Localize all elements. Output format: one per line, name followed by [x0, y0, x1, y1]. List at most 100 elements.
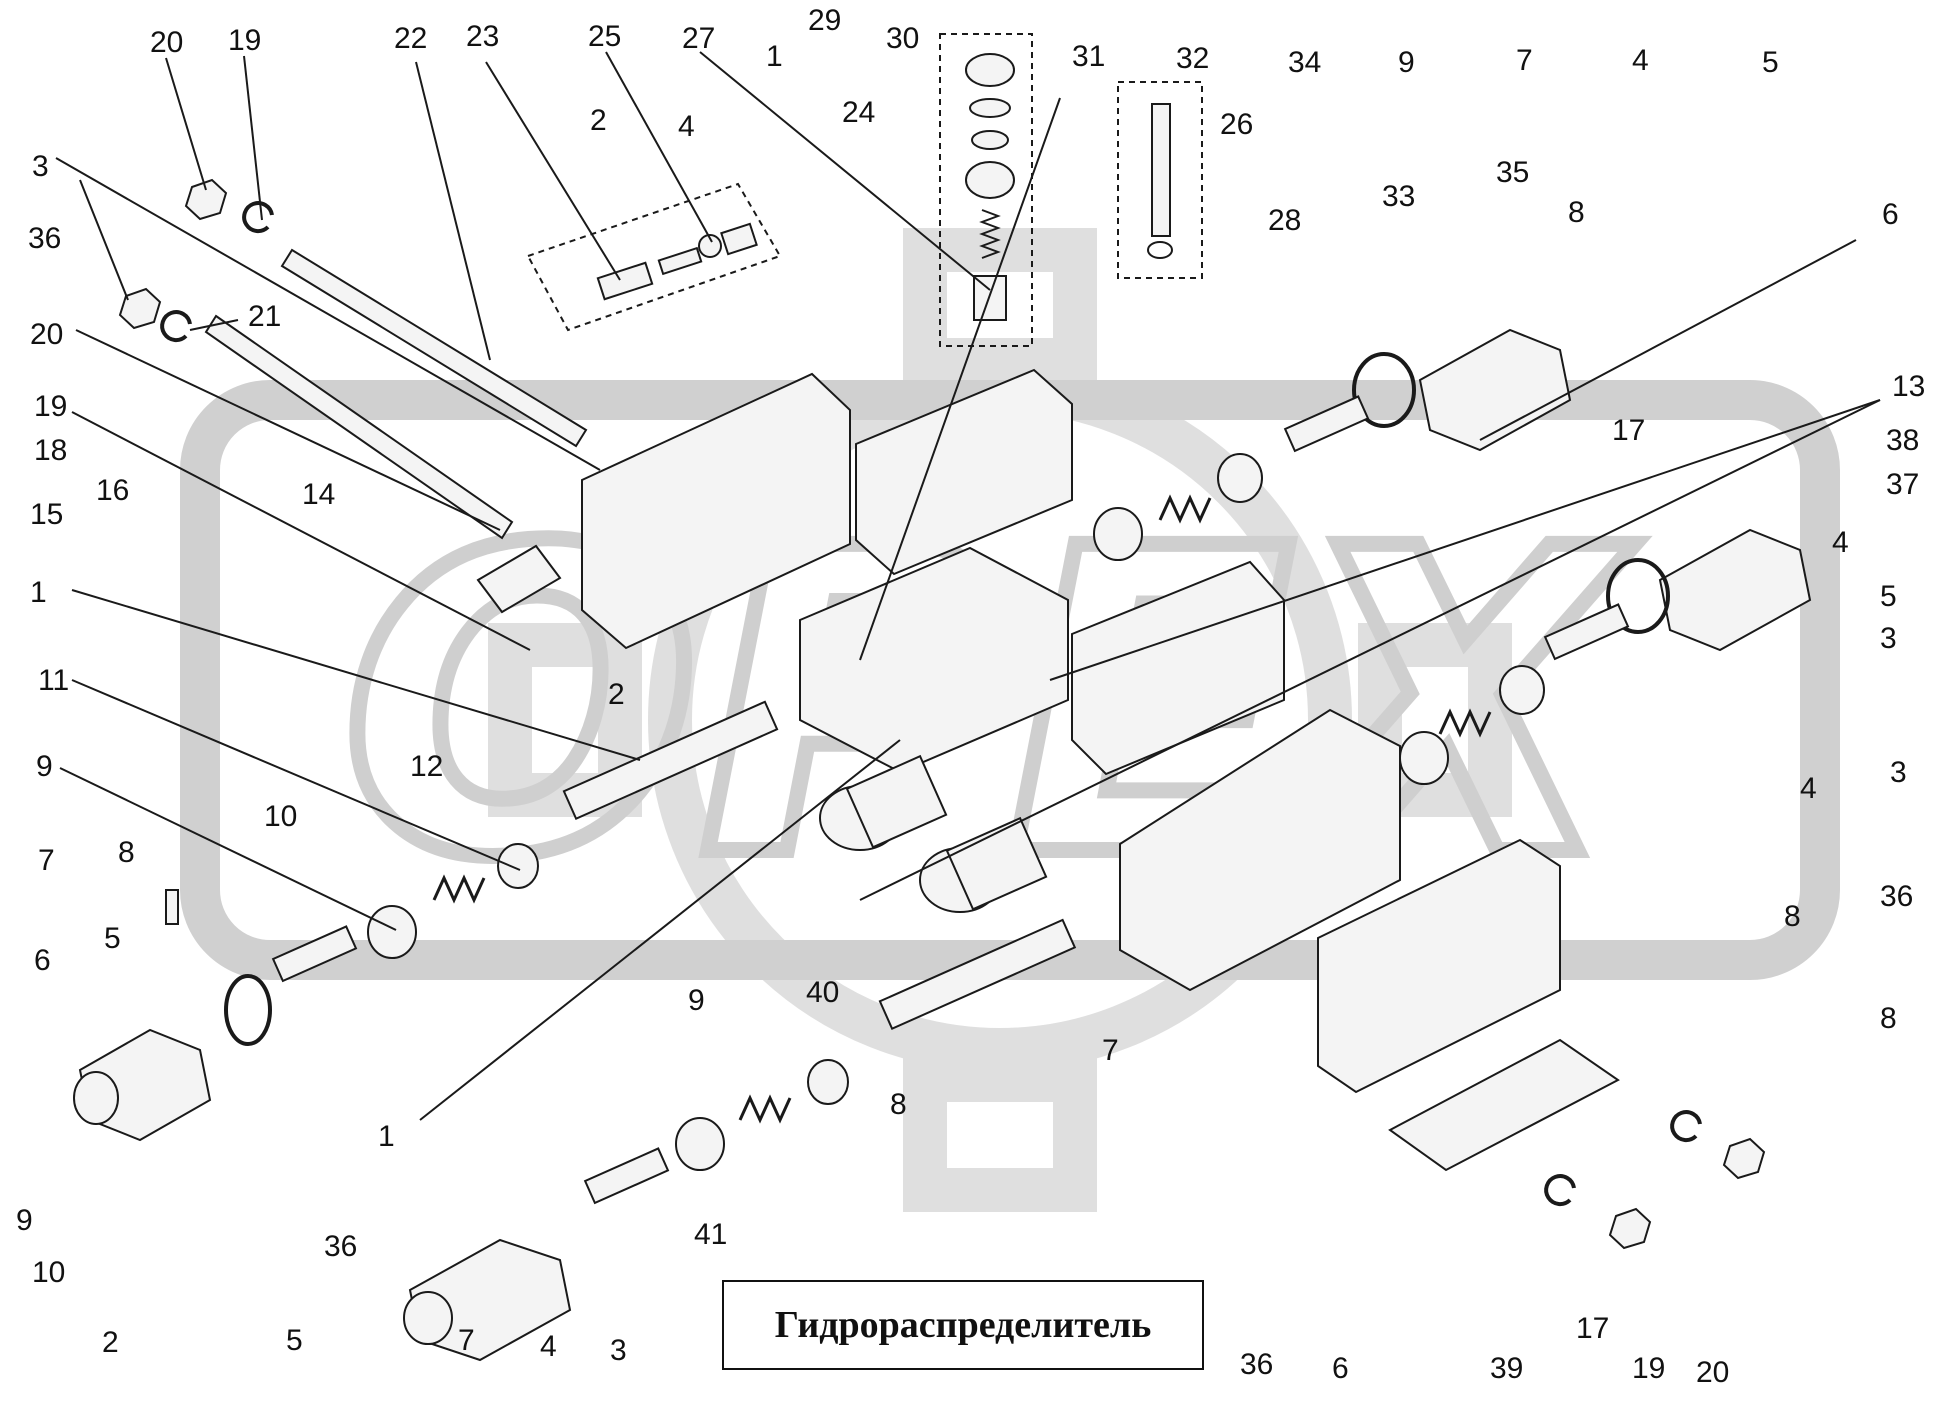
callout: 18 [34, 434, 67, 467]
valve-block-right [1071, 560, 1285, 776]
callout: 5 [104, 922, 121, 955]
bracket-17-left [476, 544, 562, 614]
cup-9-right [1399, 731, 1449, 785]
nut-20-top [184, 178, 228, 221]
callout: 3 [1880, 622, 1897, 655]
callout: 36 [1880, 880, 1913, 913]
oring-36-left [224, 974, 272, 1046]
spring-8-right [1438, 708, 1492, 738]
callout: 3 [610, 1334, 627, 1367]
callout: 27 [682, 22, 715, 55]
washer-19-top [242, 201, 274, 234]
callout: 25 [588, 20, 621, 53]
callout: 1 [30, 576, 47, 609]
callout: 41 [694, 1218, 727, 1251]
callout: 8 [890, 1088, 907, 1121]
valve-block-40 [1119, 708, 1401, 992]
piston-6-bottom [583, 1147, 670, 1205]
callout: 6 [1882, 198, 1899, 231]
callout: 29 [808, 4, 841, 37]
fitting-5-left [165, 889, 179, 925]
spring-8-top-right [1158, 494, 1212, 524]
piston-6-right [1543, 603, 1630, 661]
title-box: Гидрораспределитель [722, 1280, 1204, 1370]
part-25 [698, 234, 722, 258]
callout: 7 [1516, 44, 1533, 77]
callout: 8 [1880, 1002, 1897, 1035]
callout: 5 [286, 1324, 303, 1357]
callout: 4 [1632, 44, 1649, 77]
piston-6-top-right [1283, 395, 1370, 453]
cylinder-front-2-body [945, 816, 1048, 911]
callout: 1 [378, 1120, 395, 1153]
callout: 28 [1268, 204, 1301, 237]
callout: 2 [608, 678, 625, 711]
callout: 6 [1332, 1352, 1349, 1385]
oring-36-right [1606, 558, 1670, 634]
part-26 [720, 222, 758, 256]
callout: 4 [678, 110, 695, 143]
callout: 2 [590, 104, 607, 137]
washer-19-left [160, 310, 192, 343]
cup-7-top-right [1093, 507, 1143, 561]
valve-block-top-mid [855, 368, 1073, 576]
ring-28 [965, 161, 1015, 199]
callout: 10 [264, 800, 297, 833]
cup-9-left [497, 843, 539, 889]
cap-30 [965, 53, 1015, 87]
callout: 9 [16, 1204, 33, 1237]
valve-27 [973, 275, 1007, 321]
callout: 34 [1288, 46, 1321, 79]
cup-9-bottom [807, 1059, 849, 1105]
callout: 36 [1240, 1348, 1273, 1381]
callout: 33 [1382, 180, 1415, 213]
callout: 17 [1612, 414, 1645, 447]
callout: 7 [38, 844, 55, 877]
cap-3-bottom-face [403, 1291, 453, 1345]
bracket-17-right [1388, 1038, 1620, 1172]
nut-20-bottom-2 [1722, 1137, 1766, 1180]
callout: 1 [766, 40, 783, 73]
valve-block-top-left [581, 372, 851, 650]
callout: 12 [410, 750, 443, 783]
callout: 23 [466, 20, 499, 53]
callout: 7 [1102, 1034, 1119, 1067]
callout: 31 [1072, 40, 1105, 73]
callout: 13 [1892, 370, 1925, 403]
callout: 8 [118, 836, 135, 869]
nut-20-bottom-1 [1608, 1207, 1652, 1250]
callout: 36 [28, 222, 61, 255]
oring-36-top-right [1352, 352, 1416, 428]
callout: 3 [32, 150, 49, 183]
spring-8-left [432, 874, 486, 904]
pin-32 [1151, 103, 1171, 237]
detail-box-32 [1117, 81, 1203, 279]
callout: 15 [30, 498, 63, 531]
washer-4-inset [971, 130, 1009, 150]
part-24 [657, 246, 703, 276]
detail-box-31 [939, 33, 1033, 347]
cup-7-right [1499, 665, 1545, 715]
callout: 11 [38, 664, 69, 697]
callout: 20 [30, 318, 63, 351]
callout: 19 [228, 24, 261, 57]
callout: 19 [34, 390, 67, 423]
part-23 [596, 261, 654, 301]
callout: 35 [1496, 156, 1529, 189]
spring-8-bottom [738, 1094, 792, 1124]
callout: 38 [1886, 424, 1919, 457]
callout: 21 [248, 300, 281, 333]
callout-labels: 20 19 22 23 25 27 29 30 31 32 34 9 7 4 5… [16, 4, 1925, 1389]
cylinder-front-1-body [845, 754, 948, 849]
callout: 40 [806, 976, 839, 1009]
cap-3-top-right [1418, 328, 1572, 452]
callout: 6 [34, 944, 51, 977]
callout: 8 [1568, 196, 1585, 229]
callout: 7 [458, 1324, 475, 1357]
ring-33 [1147, 241, 1173, 259]
diagram-title: Гидрораспределитель [774, 1304, 1152, 1346]
spool-10-left [562, 700, 779, 821]
cup-7-bottom [675, 1117, 725, 1171]
callout: 14 [302, 478, 335, 511]
callout: 32 [1176, 42, 1209, 75]
